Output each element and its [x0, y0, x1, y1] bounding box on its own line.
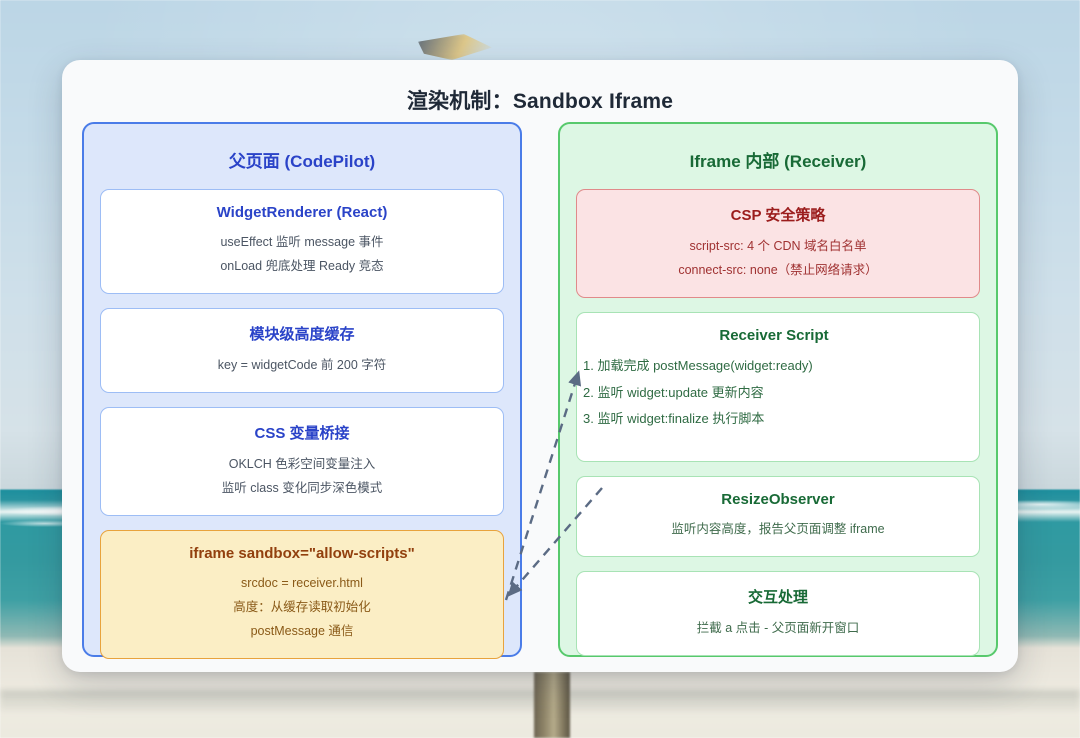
background-sea-foam: [980, 500, 1080, 509]
card-title: 模块级高度缓存: [249, 326, 355, 343]
card-line: 监听内容高度，报告父页面调整 iframe: [671, 521, 885, 536]
card-line: useEffect 监听 message 事件: [220, 235, 384, 249]
card-line: connect-src: none（禁止网络请求）: [678, 263, 878, 277]
card-line: 2. 监听 widget:update 更新内容: [583, 384, 764, 400]
card-line: OKLCH 色彩空间变量注入: [228, 457, 376, 471]
card-title: Receiver Script: [719, 327, 829, 344]
card-line: 1. 加载完成 postMessage(widget:ready): [583, 358, 813, 373]
panel-parent-title: 父页面 (CodePilot): [228, 152, 376, 171]
card-line: 3. 监听 widget:finalize 执行脚本: [583, 411, 765, 427]
card-line: postMessage 通信: [250, 624, 354, 638]
card-line: onLoad 兜底处理 Ready 竞态: [220, 259, 384, 273]
diagram-panels: 父页面 (CodePilot) WidgetRenderer (React) u…: [82, 122, 998, 659]
card-title: 交互处理: [747, 588, 808, 606]
card-line: 拦截 a 点击 - 父页面新开窗口: [696, 620, 860, 635]
card-line: srcdoc = receiver.html: [241, 576, 363, 590]
card-csp-policy[interactable]: CSP 安全策略 script-src: 4 个 CDN 域名白名单 conne…: [576, 189, 980, 298]
background-sea-foam: [0, 520, 90, 527]
card-title: CSP 安全策略: [730, 207, 826, 224]
card-resize-observer[interactable]: ResizeObserver 监听内容高度，报告父页面调整 iframe: [576, 475, 980, 557]
card-line: script-src: 4 个 CDN 域名白名单: [689, 239, 867, 253]
card-title: iframe sandbox="allow-scripts": [189, 545, 415, 562]
card-iframe-sandbox[interactable]: iframe sandbox="allow-scripts" srcdoc = …: [100, 530, 504, 659]
background-palm-trunk: [534, 672, 570, 738]
card-title: CSS 变量桥接: [254, 425, 350, 442]
card-line: 监听 class 变化同步深色模式: [221, 481, 383, 495]
card-title: ResizeObserver: [721, 490, 835, 508]
card-receiver-script[interactable]: Receiver Script 1. 加载完成 postMessage(widg…: [576, 312, 980, 462]
card-interaction-handling[interactable]: 交互处理 拦截 a 点击 - 父页面新开窗口: [576, 570, 980, 656]
panel-iframe-internal: Iframe 内部 (Receiver) CSP 安全策略 script-src…: [558, 122, 998, 657]
card-title: WidgetRenderer (React): [216, 204, 388, 221]
panel-parent-page: 父页面 (CodePilot) WidgetRenderer (React) u…: [82, 122, 522, 659]
panel-iframe-title: Iframe 内部 (Receiver): [689, 152, 867, 171]
card-widget-renderer[interactable]: WidgetRenderer (React) useEffect 监听 mess…: [100, 189, 504, 294]
card-css-variable-bridge[interactable]: CSS 变量桥接 OKLCH 色彩空间变量注入 监听 class 变化同步深色模…: [100, 407, 504, 516]
card-height-cache[interactable]: 模块级高度缓存 key = widgetCode 前 200 字符: [100, 308, 504, 393]
diagram-card: 渲染机制：Sandbox Iframe 父页面 (CodePilot) Widg…: [62, 60, 1018, 672]
card-line: key = widgetCode 前 200 字符: [217, 358, 387, 372]
diagram-title: 渲染机制：Sandbox Iframe: [406, 90, 674, 113]
card-line: 高度：从缓存读取初始化: [233, 600, 371, 614]
